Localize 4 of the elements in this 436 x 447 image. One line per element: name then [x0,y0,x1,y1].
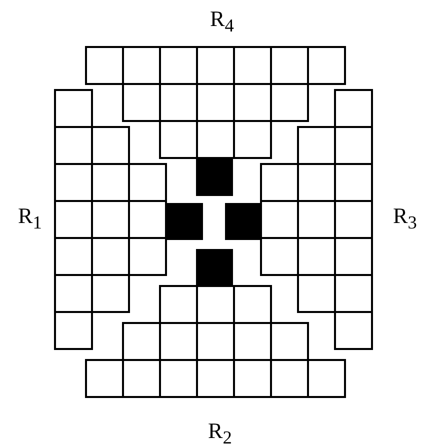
region-label: R$_{2}$ [208,420,232,447]
region-label: R$_{4}$ [210,8,234,36]
region-label: R$_{1}$ [18,205,42,234]
region-label: R$_{3}$ [393,205,417,234]
